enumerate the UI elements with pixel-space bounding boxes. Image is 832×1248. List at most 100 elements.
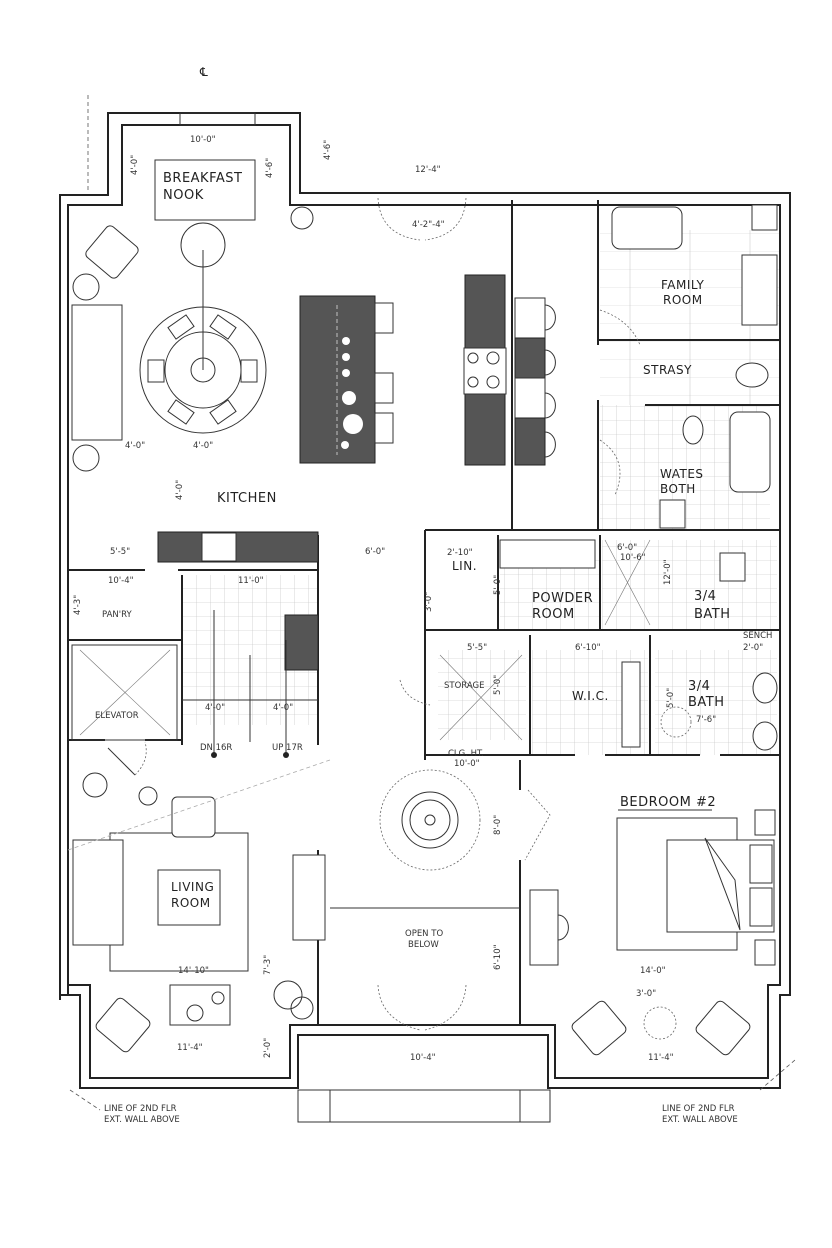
living-furniture	[67, 759, 331, 1053]
label-breakfast-nook: BREAKFAST	[163, 171, 242, 186]
dim: 12'-4"	[415, 165, 441, 175]
stairs	[182, 610, 318, 758]
note-ext-wall-left-2: EXT. WALL ABOVE	[104, 1115, 180, 1125]
label-bedroom-2: BEDROOM #2	[620, 795, 716, 810]
label-family-room-2: ROOM	[663, 293, 703, 307]
bathtub-upper	[611, 206, 683, 250]
wic-shelf	[621, 661, 641, 748]
dim: 2'-0"	[263, 1038, 273, 1058]
dim: 4'-0"	[205, 703, 225, 713]
note-ext-wall-right: LINE OF 2ND FLR	[662, 1104, 735, 1114]
bath-fixtures	[499, 204, 778, 751]
sink	[201, 532, 237, 562]
armchair-living	[171, 796, 216, 838]
dim: 6'-0"	[365, 547, 385, 557]
label-linen: LIN.	[452, 559, 477, 573]
bedroom-desk	[529, 889, 559, 966]
label-ceiling-height: CLG. HT.	[448, 749, 484, 759]
kitchen-counter	[157, 531, 319, 563]
dim: 3'-0"	[636, 989, 656, 999]
dim: 4'-2"-4"	[412, 220, 445, 230]
label-stairs-down: DN 16R	[200, 743, 232, 753]
label-wates-both-2: BOTH	[660, 482, 696, 496]
label-bath-upper: 3/4	[694, 589, 716, 604]
label-powder-room-2: ROOM	[532, 607, 575, 622]
porch-step	[297, 1089, 551, 1123]
dim: 11'-4"	[177, 1043, 203, 1053]
dim: 4'-0"	[193, 441, 213, 451]
dim: 10'-4"	[410, 1053, 436, 1063]
dim: 5'-0"	[493, 575, 503, 595]
room-labels: ℄ BREAKFAST NOOK KITCHEN FAMILY ROOM STR…	[95, 65, 772, 1125]
dim: 5'-5"	[467, 643, 487, 653]
dim: 4'-6"	[265, 158, 275, 178]
label-wic: W.I.C.	[572, 689, 609, 703]
toilet-wates	[682, 415, 704, 445]
label-pantry: PAN'RY	[102, 610, 132, 620]
kitchen-island	[299, 295, 376, 464]
toilet-bath-lower	[752, 721, 778, 751]
nook-sign-box	[154, 159, 256, 221]
label-ceiling-height-2: 10'-0"	[454, 759, 480, 769]
bedroom-furniture	[529, 809, 776, 1056]
label-wates-both: WATES	[660, 467, 704, 481]
dim: 4'-0"	[130, 155, 140, 175]
dim: 4'-3"	[73, 595, 83, 615]
nook-furniture	[71, 159, 314, 472]
dim: 4'-0"	[125, 441, 145, 451]
dim: 5'-0"	[493, 675, 503, 695]
label-elevator: ELEVATOR	[95, 711, 139, 721]
dim: 7'-6"	[696, 715, 716, 725]
dim: 6'-10"	[493, 944, 503, 970]
sofa-nook	[71, 304, 123, 441]
label-stairs-up: UP 17R	[272, 743, 303, 753]
label-bench: SENCH	[743, 631, 772, 641]
bathtub-lower	[729, 411, 771, 493]
doors	[107, 197, 641, 1031]
label-bath-lower: 3/4	[688, 679, 710, 694]
coffee-table	[157, 869, 221, 926]
dim: 10'-6"	[620, 553, 646, 563]
label-strasy: STRASY	[643, 363, 692, 377]
label-open-to-below-2: BELOW	[408, 940, 439, 950]
dim: 10'-0"	[190, 135, 216, 145]
window-nook	[179, 112, 256, 126]
label-storage: STORAGE	[444, 681, 484, 691]
note-ext-wall-right-2: EXT. WALL ABOVE	[662, 1115, 738, 1125]
dim: 10'-4"	[108, 576, 134, 586]
sofa-living	[72, 839, 124, 946]
cooktop	[463, 347, 507, 395]
dim: 4'-6"	[323, 140, 333, 160]
dim: 11'-0"	[238, 576, 264, 586]
dim: 2'-10"	[447, 548, 473, 558]
label-living-room-2: ROOM	[171, 896, 211, 910]
armchair-nook	[85, 225, 139, 279]
label-kitchen: KITCHEN	[217, 491, 277, 506]
dim: 4'-0"	[175, 480, 185, 500]
dim: 5'-5"	[110, 547, 130, 557]
dimension-labels: 10'-0" 4'-0" 4'-6" 4'-6" 12'-4" 4'-2"-4"…	[73, 135, 716, 1063]
dim: 14'-0"	[640, 966, 666, 976]
label-open-to-below: OPEN TO	[405, 929, 443, 939]
label-bath-lower-2: BATH	[688, 695, 725, 710]
interior-walls	[68, 200, 780, 1025]
dim: 6'-10"	[575, 643, 601, 653]
sink-bath-lower	[752, 672, 778, 704]
centerline-mark: ℄	[199, 65, 208, 79]
dim: 4'-0"	[273, 703, 293, 713]
label-family-room: FAMILY	[661, 278, 704, 292]
kitchen-fixtures	[157, 274, 556, 671]
toilet-strasy	[735, 362, 769, 388]
elevator-shaft	[71, 644, 178, 741]
bar-stools	[374, 302, 394, 444]
label-powder-room: POWDER	[532, 591, 593, 606]
dim: 3'-0"	[424, 592, 434, 612]
exterior-walls	[59, 95, 796, 1123]
fireplace	[292, 854, 326, 941]
dim: 8'-0"	[493, 815, 503, 835]
dim: 11'-4"	[648, 1053, 674, 1063]
label-breakfast-nook-2: NOOK	[163, 188, 204, 203]
dim: 5'-0"	[666, 688, 676, 708]
vanity-upper	[741, 254, 778, 326]
